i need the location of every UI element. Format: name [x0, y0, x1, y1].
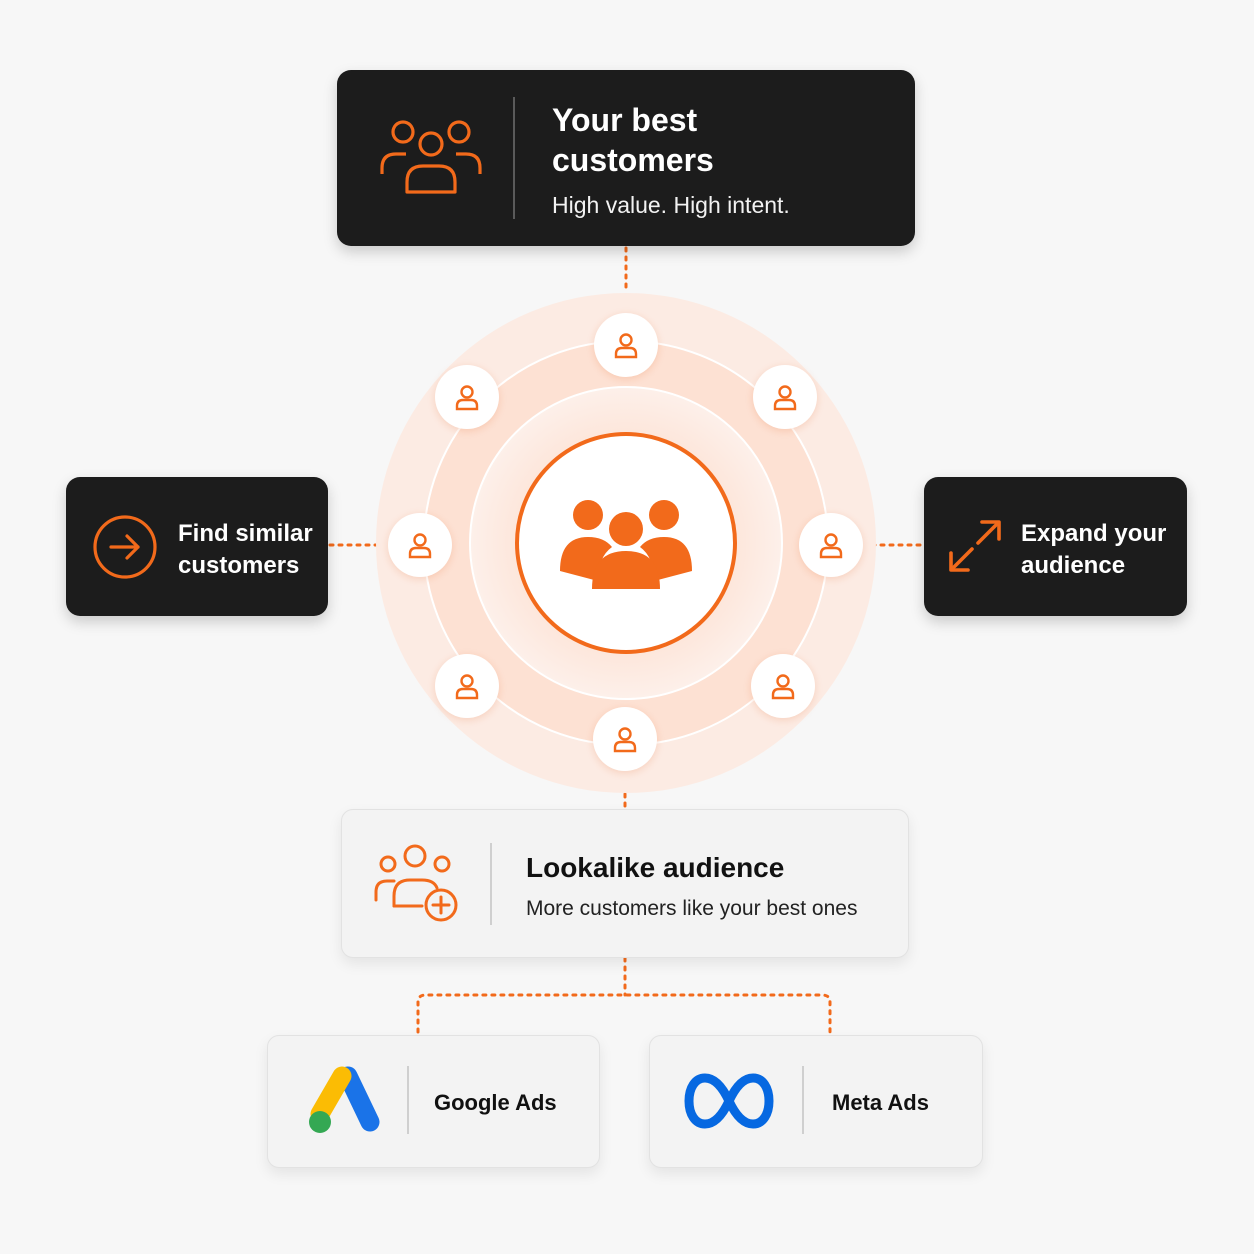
expand-audience-line1: Expand your [1021, 520, 1167, 547]
group-add-icon [374, 844, 458, 922]
group-users-filled-icon [560, 500, 692, 589]
meta-ads-label: Meta Ads [832, 1090, 929, 1115]
orbit-node-right [799, 513, 863, 577]
expand-audience-card: Expand your audience [924, 477, 1187, 616]
orbit-node-top [594, 313, 658, 377]
lookalike-divider [490, 843, 492, 925]
user-icon [613, 727, 637, 753]
google-ads-card[interactable]: Google Ads [267, 1035, 600, 1168]
orbit-node-bottom-left [435, 654, 499, 718]
expand-arrows-icon [949, 520, 1001, 572]
meta-ads-card[interactable]: Meta Ads [649, 1035, 983, 1168]
google-ads-divider [407, 1066, 409, 1134]
find-similar-card: Find similar customers [66, 477, 328, 616]
best-customers-subtitle: High value. High intent. [552, 192, 790, 218]
arrow-right-circle-icon [93, 515, 157, 579]
orbit-node-left [388, 513, 452, 577]
best-customers-title-line2: customers [552, 142, 714, 178]
group-users-icon [380, 120, 482, 194]
orbit-node-bottom-right [751, 654, 815, 718]
user-icon [408, 533, 432, 559]
user-icon [455, 385, 479, 411]
user-icon [771, 674, 795, 700]
google-ads-logo [309, 1066, 380, 1133]
google-ads-label: Google Ads [434, 1090, 557, 1115]
orbit-node-bottom [593, 707, 657, 771]
lookalike-card: Lookalike audience More customers like y… [341, 809, 909, 958]
user-icon [819, 533, 843, 559]
best-customers-title-line1: Your best [552, 102, 698, 138]
user-icon [773, 385, 797, 411]
lookalike-title: Lookalike audience [526, 852, 785, 883]
best-customers-card: Your best customers High value. High int… [337, 70, 915, 246]
orbit-node-top-left [435, 365, 499, 429]
best-customers-divider [513, 97, 515, 219]
find-similar-line1: Find similar [178, 520, 313, 547]
lookalike-subtitle: More customers like your best ones [526, 897, 858, 920]
meta-logo [684, 1073, 774, 1129]
find-similar-line2: customers [178, 552, 300, 579]
orbit-node-top-right [753, 365, 817, 429]
center-audience-node [515, 432, 737, 654]
user-icon [614, 333, 638, 359]
expand-audience-line2: audience [1021, 552, 1126, 579]
user-icon [455, 674, 479, 700]
meta-ads-divider [802, 1066, 804, 1134]
